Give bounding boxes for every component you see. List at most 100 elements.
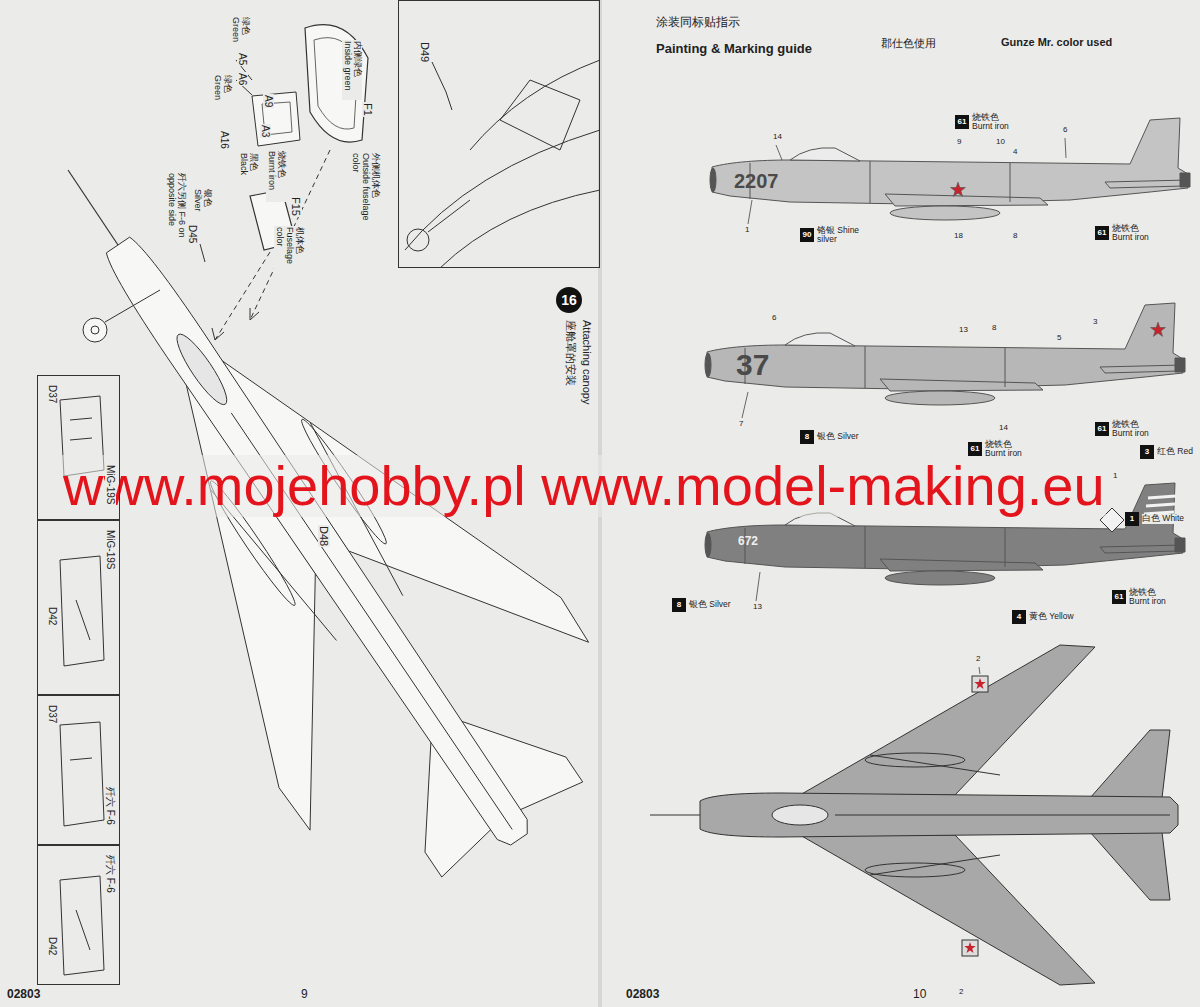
- color-name: 银色 Silver: [817, 432, 859, 441]
- callout-number: 18: [953, 232, 964, 241]
- part-label: D45: [187, 224, 198, 244]
- color-chip: 61烧铁色 Burnt iron: [955, 113, 1020, 132]
- leader-line: [756, 572, 760, 601]
- star-insignia: [964, 942, 975, 953]
- color-name: 烧铁色 Burnt iron: [1112, 420, 1160, 439]
- color-code: 8: [800, 430, 814, 444]
- part-label: D37: [47, 704, 58, 724]
- leader-line: [748, 200, 752, 224]
- part-label: A5: [237, 52, 248, 66]
- part-label: Gunze Mr. color used: [1000, 36, 1113, 48]
- callout-number: 5: [1056, 334, 1062, 343]
- seat-part: [252, 92, 300, 146]
- watermark: www.mojehobby.pl www.model-making.eu: [62, 455, 1106, 517]
- step-title: 座舱罩的安装: [565, 319, 577, 387]
- part-label: 10: [912, 988, 927, 1001]
- part-label: MiG-19S: [105, 464, 116, 505]
- part-label: Painting & Marking guide: [655, 42, 813, 56]
- canopy-part: [305, 25, 368, 142]
- color-chip: 90铬银 Shine silver: [800, 226, 865, 245]
- color-code: 3: [1140, 445, 1154, 459]
- leader-line: [979, 667, 980, 674]
- callout-number: 10: [995, 138, 1006, 147]
- part-outline: [432, 62, 452, 110]
- pitot-tube: [68, 170, 118, 245]
- step-title: Attaching canopy: [581, 319, 593, 405]
- variant-panel: MiG-19SD42: [37, 520, 120, 695]
- fuselage-line: [470, 60, 600, 150]
- callout-leaders: [742, 138, 1066, 674]
- callout-number: 9: [956, 138, 962, 147]
- color-name: 红色 Red: [1157, 447, 1193, 456]
- color-chip: 4黄色 Yellow: [1012, 610, 1074, 624]
- arrow-head: [250, 308, 259, 320]
- cockpit-outline: [500, 80, 580, 150]
- color-code: 61: [1095, 422, 1109, 436]
- part-label: D48: [318, 525, 330, 547]
- part-label: A3: [260, 124, 271, 138]
- part-outline: [60, 556, 104, 666]
- callout-number: 2: [958, 988, 964, 997]
- callout-number: 8: [991, 324, 997, 333]
- variant-panel: D37MiG-19S: [37, 375, 120, 520]
- callout-number: 14: [772, 133, 783, 142]
- aircraft-number: 672: [737, 535, 759, 548]
- color-chip: 61烧铁色 Burnt iron: [1095, 420, 1160, 439]
- part-label: 9: [300, 988, 309, 1001]
- variant-panel: D37 歼六 F-6: [37, 695, 120, 845]
- assembly-arrow: [250, 150, 330, 320]
- callout-number: 8: [1012, 232, 1018, 241]
- page-number: 02803: [625, 988, 660, 1001]
- color-name: 烧铁色 Burnt iron: [972, 113, 1020, 132]
- fin-stripes: [1144, 496, 1176, 514]
- color-chip: 61烧铁色 Burnt iron: [1112, 588, 1177, 607]
- part-outline: [60, 722, 104, 826]
- star-insignia: [974, 678, 985, 689]
- nose-wheel: [83, 318, 107, 342]
- callout-number: 7: [738, 420, 744, 429]
- part-label: 绿色 Green: [230, 16, 250, 48]
- aircraft-number: 37: [735, 348, 770, 381]
- part-label: 烧铁色 Burnt iron: [266, 150, 286, 202]
- insignia: [962, 940, 978, 956]
- color-name: 烧铁色 Burnt iron: [1129, 588, 1177, 607]
- callout-number: 6: [771, 314, 777, 323]
- callout-number: 2: [975, 655, 981, 664]
- part-label: A9: [263, 94, 274, 108]
- callout-number: 13: [752, 603, 763, 612]
- color-code: 61: [968, 442, 982, 456]
- part-label: 外侧机体色 Outside fuselage color: [350, 152, 380, 226]
- color-name: 烧铁色 Burnt iron: [985, 440, 1033, 459]
- part-label: F1: [362, 102, 374, 117]
- color-chip: 8银色 Silver: [672, 598, 731, 612]
- insignia: [972, 676, 988, 692]
- color-chip: 61烧铁色 Burnt iron: [968, 440, 1033, 459]
- part-label: 歼六另侧 F-6 on opposite side: [166, 172, 186, 252]
- aircraft-top-view: [700, 645, 1178, 985]
- leader-line: [1065, 138, 1066, 158]
- color-code: 61: [1112, 590, 1126, 604]
- callout-number: 13: [958, 326, 969, 335]
- fuselage-line: [405, 130, 600, 250]
- part-label: A16: [219, 130, 230, 150]
- detail-drawing: [405, 60, 600, 268]
- fuselage-line: [440, 190, 600, 268]
- part-label: D42: [47, 606, 58, 626]
- gear-leg: [428, 200, 470, 232]
- part-label: 内侧绿色 Inside green: [342, 40, 362, 100]
- callout-number: 6: [1062, 126, 1068, 135]
- part-label: 歼六 F-6: [105, 854, 116, 894]
- part-label: 郡仕色使用: [880, 37, 937, 49]
- color-chip: 61烧铁色 Burnt iron: [1095, 224, 1160, 243]
- detail-inset: D49: [398, 0, 600, 268]
- part-label: 涂装同标贴指示: [655, 16, 741, 29]
- part-label: F15: [290, 196, 302, 217]
- color-code: 1: [1125, 512, 1139, 526]
- part-label: 歼六 F-6: [105, 786, 116, 826]
- step-number-text: 16: [556, 287, 582, 313]
- color-chip: 8银色 Silver: [800, 430, 859, 444]
- part-label: D42: [47, 936, 58, 956]
- color-name: 铬银 Shine silver: [817, 226, 865, 245]
- callout-number: 1: [1112, 472, 1118, 481]
